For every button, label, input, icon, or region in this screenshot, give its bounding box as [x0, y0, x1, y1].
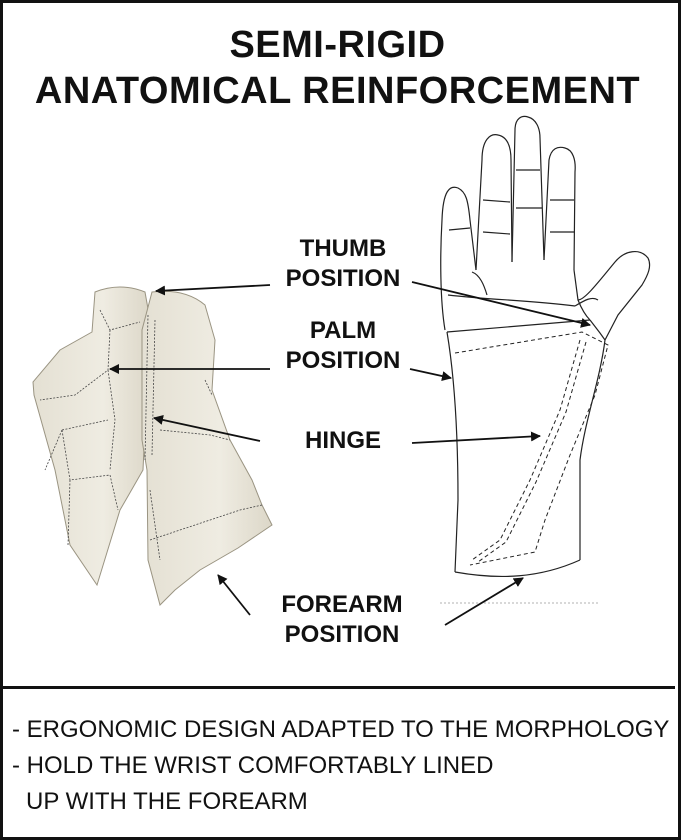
splint-dashed-outline	[454, 331, 609, 566]
forearm-position-label: FOREARM POSITION	[272, 590, 412, 650]
callout-arrows	[109, 281, 591, 626]
palm-position-label: PALM POSITION	[283, 316, 403, 376]
thumb-label-line-2: POSITION	[285, 265, 401, 292]
title-line-2: ANATOMICAL REINFORCEMENT	[34, 70, 641, 112]
splint-illustration	[32, 286, 273, 606]
thumb-position-label: THUMB POSITION	[283, 234, 403, 294]
splint-right-shell	[141, 290, 273, 606]
feature-list: - ERGONOMIC DESIGN ADAPTED TO THE MORPHO…	[12, 712, 672, 820]
feature-item-3: UP WITH THE FOREARM	[26, 788, 308, 815]
palm-label-line-1: PALM	[309, 317, 377, 344]
forearm-label-line-2: POSITION	[284, 621, 400, 648]
feature-item-2: - HOLD THE WRIST COMFORTABLY LINED	[12, 752, 494, 779]
palm-label-line-2: POSITION	[285, 347, 401, 374]
thumb-label-line-1: THUMB	[299, 235, 387, 262]
hand-outline	[440, 115, 651, 578]
hinge-label: HINGE	[304, 427, 381, 454]
title-line-1: SEMI-RIGID	[229, 24, 446, 66]
splint-left-shell	[32, 286, 151, 587]
feature-item-1: - ERGONOMIC DESIGN ADAPTED TO THE MORPHO…	[12, 716, 670, 743]
forearm-label-line-1: FOREARM	[281, 591, 403, 618]
splint-diagram	[32, 115, 651, 626]
section-divider	[0, 686, 675, 689]
